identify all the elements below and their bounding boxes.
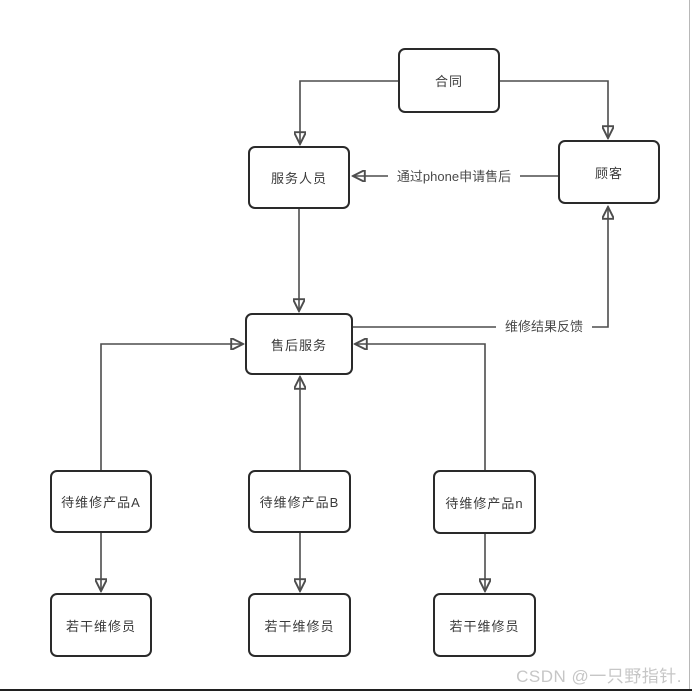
image-bottom-border	[0, 689, 692, 691]
node-product-n: 待维修产品n	[433, 470, 536, 534]
node-service-staff: 服务人员	[248, 146, 350, 209]
edge-product-a-to-after-sales	[100, 344, 242, 470]
edge-product-n-to-after-sales	[356, 344, 486, 470]
edge-label-repair-feedback: 维修结果反馈	[496, 318, 592, 336]
node-product-a: 待维修产品A	[50, 470, 152, 533]
node-product-b: 待维修产品B	[248, 470, 351, 533]
edge-after-sales-to-customer	[353, 208, 608, 328]
node-contract: 合同	[398, 48, 500, 113]
image-right-border	[689, 0, 690, 691]
edge-contract-to-customer	[500, 80, 608, 137]
csdn-watermark: CSDN @一只野指针.	[516, 667, 682, 686]
node-after-sales-service: 售后服务	[245, 313, 353, 375]
node-repairmen-a: 若干维修员	[50, 593, 152, 657]
edge-label-phone-request: 通过phone申请售后	[388, 168, 520, 186]
node-repairmen-b: 若干维修员	[248, 593, 351, 657]
edge-contract-to-service-staff	[300, 80, 398, 143]
node-repairmen-n: 若干维修员	[433, 593, 536, 657]
node-customer: 顾客	[558, 140, 660, 204]
